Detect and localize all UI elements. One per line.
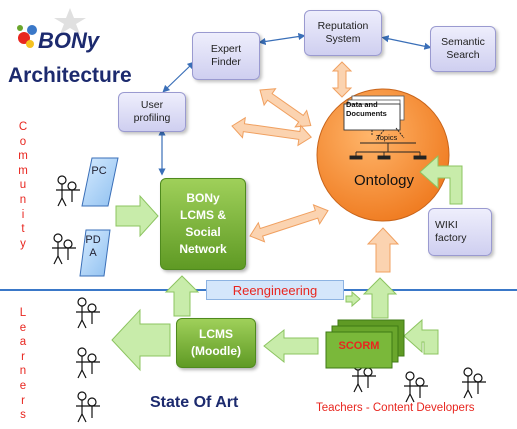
green-arrow-moodle-bony [164,275,200,317]
ontology-label: Ontology [353,172,415,189]
green-arrow-wiki-up [419,154,463,205]
link-profiling-expert [162,61,195,93]
person-icon-teacher-2 [404,371,428,403]
node-user-profiling: User profiling [118,92,186,132]
person-icon-teacher-3 [462,367,486,399]
teachers-label: Teachers - Content Developers [316,402,475,414]
orange-arrow-expert-ontology [259,88,312,128]
person-icon-community-2 [52,233,76,265]
node-reputation-system: Reputation System [304,10,382,56]
scorm-label: SCORM [338,340,380,352]
node-bony-lcms: BONy LCMS & Social Network [160,178,246,270]
logo-text: BONy [38,28,100,53]
orange-arrow-profiling-ontology [231,116,312,147]
green-arrow-moodle-learners [111,308,171,372]
person-icon-learner-3 [76,391,100,423]
ontology-topics-label: Topics [376,133,398,142]
orange-arrow-reputation-ontology [331,61,353,98]
person-icon-learner-2 [76,347,100,379]
node-lcms-moodle: LCMS (Moodle) [176,318,256,368]
orange-arrow-bony-ontology [249,203,329,243]
orange-arrow-reengineering-ontology [366,227,400,273]
pc-shape [81,157,119,207]
data-documents-icon [343,95,405,131]
state-of-art-label: State Of Art [150,394,239,411]
community-label: C o m m u n i t y [18,121,28,250]
pc-label: PC [91,165,107,177]
green-arrow-scorm-ontology [362,277,398,319]
reengineering-bar: Reengineering [206,280,344,300]
green-arrow-reeng-right [345,290,361,308]
person-icon-community-1 [56,175,80,207]
link-expert-reputation [258,32,306,46]
pda-label: PDA [85,234,101,259]
logo-star-icon [17,8,86,48]
node-expert-finder: Expert Finder [192,32,260,80]
page-title: Architecture [8,64,132,87]
scorm-stack-front [325,331,393,369]
link-reputation-semantic [381,35,432,50]
green-arrow-devices-bony [115,194,159,238]
node-wiki-factory: WIKI factory [428,208,492,256]
node-semantic-search: Semantic Search [430,26,496,72]
green-arrow-scorm-moodle [263,328,319,364]
pda-shape [79,229,111,277]
learners-label: L e a r n e r s [19,307,27,422]
person-icon-learner-1 [76,297,100,329]
ontology-data-label: Data and Documents [346,100,387,118]
green-arrow-teachers-scorm [403,318,439,355]
topics-tree-icon [349,127,427,160]
